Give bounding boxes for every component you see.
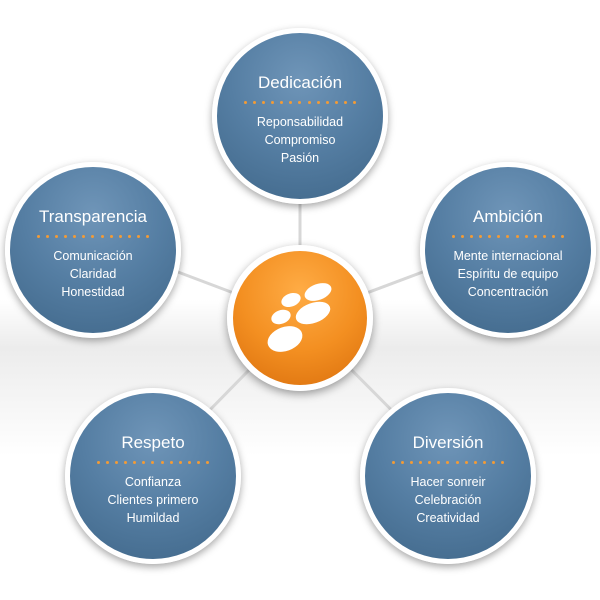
- node-items-diversion: Hacer sonreir Celebración Creatividad: [365, 473, 531, 527]
- node-item: Reponsabilidad: [256, 115, 344, 129]
- node-item: Clientes primero: [107, 493, 199, 507]
- node-item: Celebración: [414, 493, 482, 507]
- node-items-ambicion: Mente internacional Espíritu de equipo C…: [425, 247, 591, 301]
- node-item: Mente internacional: [453, 249, 563, 263]
- node-item: Confianza: [124, 475, 182, 489]
- node-item: Espíritu de equipo: [457, 267, 559, 281]
- node-item: Concentración: [467, 285, 549, 299]
- orange-bubble-logo-icon: [267, 283, 332, 352]
- dotted-separator: [452, 235, 564, 239]
- node-item: Claridad: [69, 267, 117, 281]
- value-node-diversion: Diversión Hacer sonreir Celebración Crea…: [360, 388, 536, 564]
- node-title-transparencia: Transparencia: [38, 207, 148, 226]
- node-item: Creatividad: [416, 511, 480, 525]
- node-item: Humildad: [126, 511, 180, 525]
- node-item: Honestidad: [61, 285, 125, 299]
- node-items-dedicacion: Reponsabilidad Compromiso Pasión: [217, 113, 383, 167]
- node-item: Compromiso: [264, 133, 336, 147]
- value-node-transparencia: Transparencia Comunicación Claridad Hone…: [5, 162, 181, 338]
- node-title-ambicion: Ambición: [473, 207, 543, 226]
- center-logo-node: [227, 245, 373, 391]
- node-item: Pasión: [280, 151, 320, 165]
- node-item: Hacer sonreir: [410, 475, 486, 489]
- node-items-respeto: Confianza Clientes primero Humildad: [70, 473, 236, 527]
- value-node-respeto: Respeto Confianza Clientes primero Humil…: [65, 388, 241, 564]
- dotted-separator: [244, 101, 356, 105]
- node-item: Comunicación: [53, 249, 133, 263]
- value-node-ambicion: Ambición Mente internacional Espíritu de…: [420, 162, 596, 338]
- dotted-separator: [97, 461, 209, 465]
- dotted-separator: [392, 461, 504, 465]
- node-title-diversion: Diversión: [412, 433, 484, 452]
- dotted-separator: [37, 235, 149, 239]
- node-title-dedicacion: Dedicación: [257, 73, 343, 92]
- node-items-transparencia: Comunicación Claridad Honestidad: [10, 247, 176, 301]
- node-title-respeto: Respeto: [121, 433, 185, 452]
- value-node-dedicacion: Dedicación Reponsabilidad Compromiso Pas…: [212, 28, 388, 204]
